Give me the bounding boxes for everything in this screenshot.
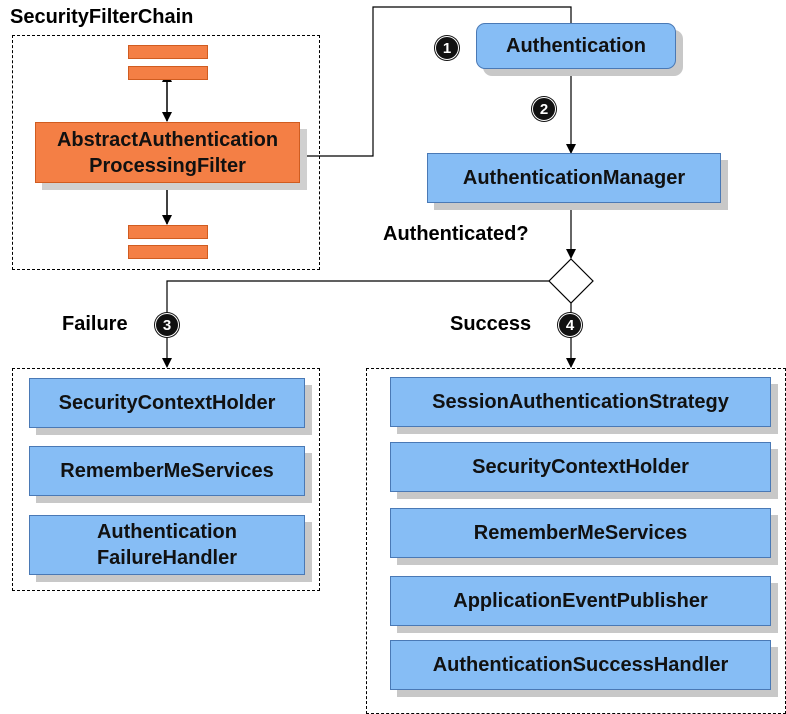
- success-label: Success: [450, 313, 532, 335]
- authentication-manager-node[interactable]: AuthenticationManager: [427, 153, 721, 203]
- session-authentication-strategy[interactable]: SessionAuthenticationStrategy: [390, 377, 771, 427]
- failure-label: Failure: [62, 313, 128, 335]
- decision-diamond: [548, 258, 594, 304]
- filter-bar-top-1: [128, 45, 208, 59]
- step-badge-1: 1: [435, 36, 459, 60]
- authentication-failure-handler[interactable]: Authentication FailureHandler: [29, 515, 305, 575]
- failure-security-context-holder[interactable]: SecurityContextHolder: [29, 378, 305, 428]
- failure-handler-line1: Authentication: [96, 521, 237, 543]
- security-filter-chain-container: [12, 35, 320, 270]
- authentication-node[interactable]: Authentication: [476, 23, 676, 69]
- authenticated-question-label: Authenticated?: [383, 223, 529, 245]
- failure-remember-me-services[interactable]: RememberMeServices: [29, 446, 305, 496]
- abstract-authentication-processing-filter[interactable]: AbstractAuthentication ProcessingFilter: [35, 122, 300, 183]
- filter-bar-bottom-2: [128, 245, 208, 259]
- authentication-success-handler[interactable]: AuthenticationSuccessHandler: [390, 640, 771, 690]
- step-badge-4: 4: [558, 313, 582, 337]
- step-badge-2: 2: [532, 97, 556, 121]
- step-badge-3: 3: [155, 313, 179, 337]
- application-event-publisher[interactable]: ApplicationEventPublisher: [390, 576, 771, 626]
- filter-bar-bottom-1: [128, 225, 208, 239]
- filter-label-line2: ProcessingFilter: [89, 154, 246, 177]
- failure-handlers-container: [12, 368, 320, 591]
- decision-to-failure-line: [162, 280, 550, 368]
- success-security-context-holder[interactable]: SecurityContextHolder: [390, 442, 771, 492]
- security-filter-chain-title: SecurityFilterChain: [10, 6, 194, 28]
- failure-handler-line2: FailureHandler: [96, 547, 238, 569]
- success-remember-me-services[interactable]: RememberMeServices: [390, 508, 771, 558]
- filter-bar-top-2: [128, 66, 208, 80]
- filter-label-line1: AbstractAuthentication: [56, 128, 279, 151]
